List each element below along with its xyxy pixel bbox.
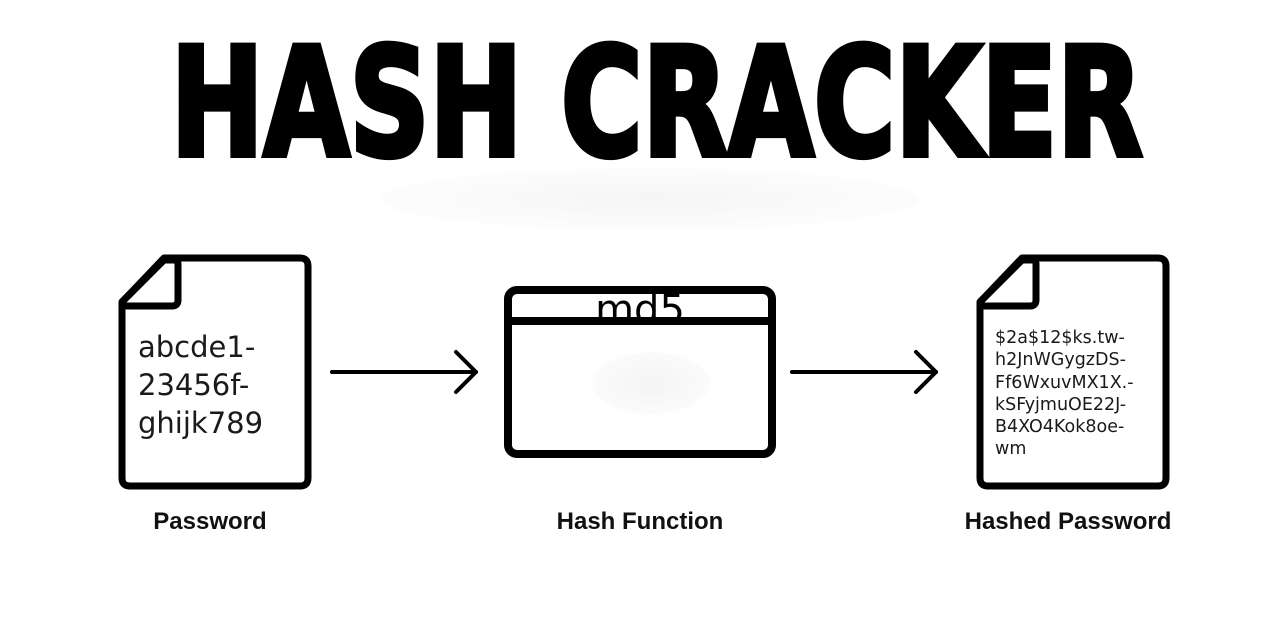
page-title: HASH CRACKER bbox=[169, 17, 1145, 191]
hashed-password-document-icon bbox=[976, 254, 1170, 490]
arrow-function-to-hashed bbox=[790, 350, 938, 394]
title-shadow bbox=[380, 168, 920, 230]
function-shadow bbox=[592, 352, 710, 414]
hashed-password-caption: Hashed Password bbox=[964, 508, 1172, 535]
password-caption: Password bbox=[153, 508, 267, 535]
hash-algorithm-label: md5 bbox=[595, 287, 685, 333]
arrow-password-to-function bbox=[330, 350, 478, 394]
hashed-password-value: $2a$12$ks.tw- h2JnWGygzDS- Ff6WxuvMX1X.-… bbox=[995, 328, 1134, 460]
password-document-icon bbox=[118, 254, 312, 490]
password-value: abcde1- 23456f- ghijk789 bbox=[138, 330, 264, 440]
hash-function-caption: Hash Function bbox=[556, 508, 724, 535]
